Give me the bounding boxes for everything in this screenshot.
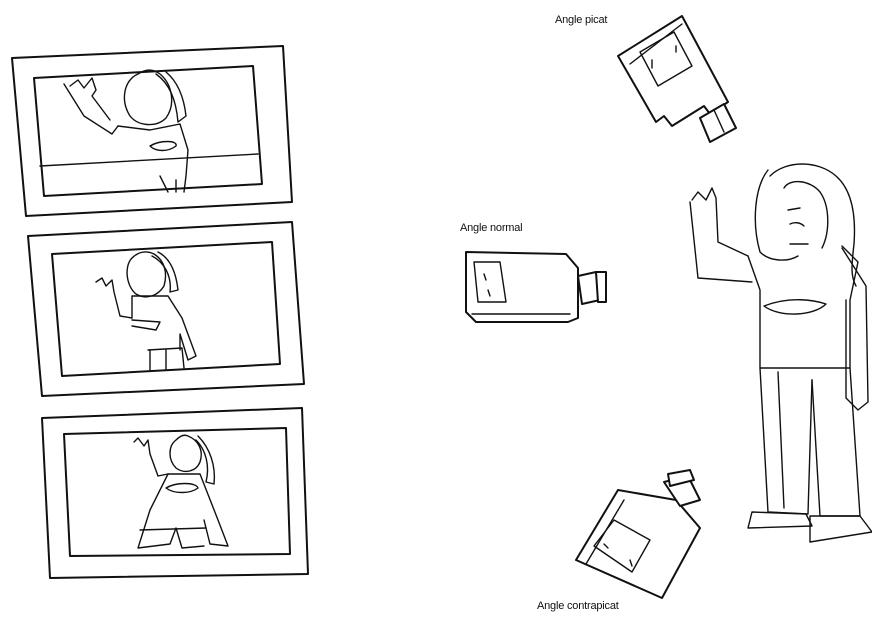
- figure-normal-angle: [96, 252, 196, 370]
- camera-high-angle: [618, 16, 736, 142]
- large-figure: [690, 164, 872, 542]
- frame-normal-angle: [28, 222, 304, 396]
- label-angle-normal: Angle normal: [460, 222, 522, 234]
- frame-low-angle: [42, 408, 308, 578]
- camera-low-angle: [576, 470, 700, 598]
- frame-high-angle: [12, 46, 292, 216]
- figure-low-angle: [134, 435, 228, 548]
- label-angle-high: Angle picat: [555, 14, 607, 26]
- camera-normal-angle: [466, 252, 606, 322]
- figure-high-angle: [64, 70, 188, 192]
- label-angle-low: Angle contrapicat: [537, 600, 619, 612]
